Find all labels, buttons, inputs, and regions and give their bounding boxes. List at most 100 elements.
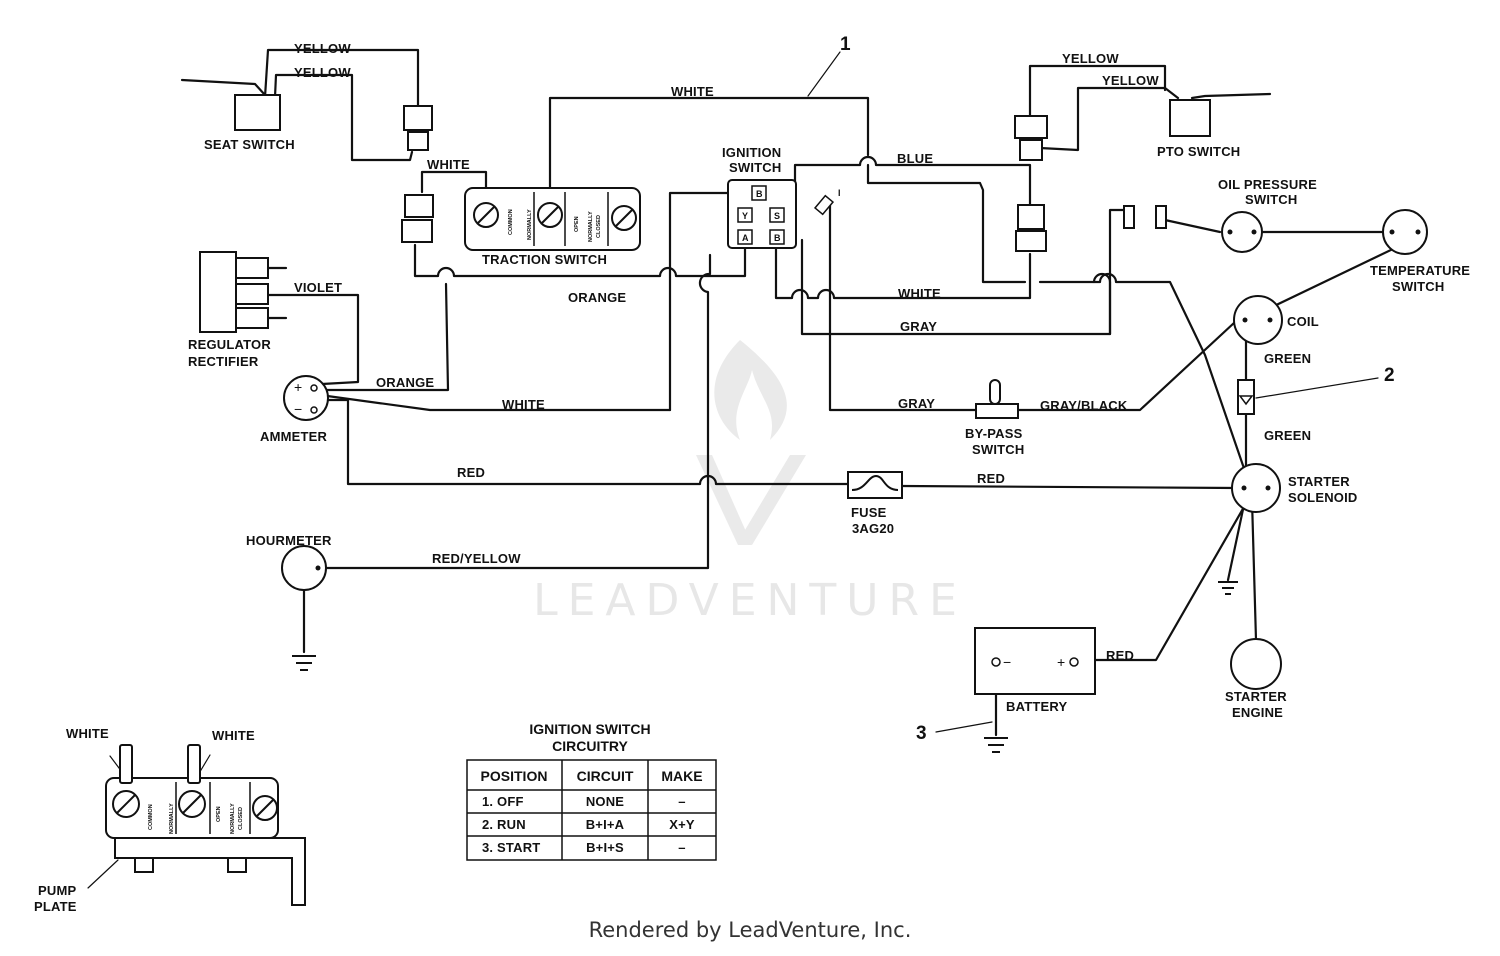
table-cell-position: 1. OFF (482, 794, 524, 809)
pump-nc-label-2: CLOSED (238, 807, 244, 830)
label-regulator-2: RECTIFIER (188, 354, 259, 369)
oil-connector (1123, 205, 1167, 229)
table-cell-circuit: B+I+S (586, 840, 624, 855)
table-cell-make: X+Y (669, 817, 695, 832)
pump-no-label-2: OPEN (216, 806, 222, 822)
starter-engine (1230, 638, 1282, 690)
solenoid-ground (1218, 581, 1238, 595)
label-pump-2: PLATE (34, 899, 77, 914)
battery: − + (974, 627, 1096, 695)
table-cell-circuit: B+I+A (586, 817, 625, 832)
ammeter-minus: − (294, 401, 302, 417)
wires (87, 48, 1422, 889)
wire-red-right: RED (977, 471, 1005, 486)
callout-1: 1 (840, 34, 851, 55)
watermark-logo (696, 340, 806, 545)
table-cell-circuit: NONE (586, 794, 624, 809)
table-cell-make: – (678, 840, 685, 855)
label-ammeter: AMMETER (260, 429, 328, 444)
table-cell-position: 3. START (482, 840, 540, 855)
wire-yellow-pto-1: YELLOW (1062, 51, 1119, 66)
diode (1237, 379, 1255, 415)
label-regulator-1: REGULATOR (188, 337, 271, 352)
traction-common-label: COMMON (508, 209, 514, 235)
blue-connector (1015, 204, 1047, 252)
pump-nc-label-1: NORMALLY (230, 803, 236, 834)
ignition-terminal-b: B (756, 189, 763, 199)
bypass-switch (975, 379, 1019, 419)
label-coil: COIL (1287, 314, 1319, 329)
seat-connector (403, 105, 433, 151)
ammeter: + − (283, 375, 329, 421)
traction-no-label-1: NORMALLY (527, 209, 533, 240)
label-temp-2: SWITCH (1392, 279, 1444, 294)
ignition-terminal-y: Y (742, 211, 748, 221)
pto-connector (1014, 115, 1048, 161)
label-solenoid-2: SOLENOID (1288, 490, 1358, 505)
wire-white-traction: WHITE (427, 157, 470, 172)
battery-plus: + (1057, 654, 1065, 670)
label-fuse-1: FUSE (851, 505, 887, 520)
ignition-terminal-s: S (774, 211, 780, 221)
label-starter-engine-1: STARTER (1225, 689, 1287, 704)
regulator-rectifier (199, 251, 288, 333)
pump-plate-switch: COMMON NORMALLY OPEN NORMALLY CLOSED (105, 744, 306, 906)
label-pump-1: PUMP (38, 883, 76, 898)
wire-orange-ammeter: ORANGE (376, 375, 434, 390)
wire-labels: YELLOW YELLOW WHITE WHITE YELLOW YELLOW … (66, 41, 1311, 743)
wire-yellow-seat-1: YELLOW (294, 41, 351, 56)
traction-nc-label-2: CLOSED (596, 215, 602, 238)
table-header-make: MAKE (661, 768, 702, 784)
wire-blue: BLUE (897, 151, 933, 166)
wire-red-battery: RED (1106, 648, 1134, 663)
table-header-position: POSITION (481, 768, 548, 784)
table-cell-position: 2. RUN (482, 817, 526, 832)
wire-white-mid: WHITE (898, 286, 941, 301)
hourmeter-ground (292, 655, 316, 671)
ignition-terminal-i: I (838, 188, 841, 198)
label-traction-switch: TRACTION SWITCH (482, 252, 607, 267)
circuitry-table: IGNITION SWITCH CIRCUITRY POSITION CIRCU… (466, 721, 717, 861)
ignition-terminal-b2: B (774, 233, 781, 243)
wire-orange-traction: ORANGE (568, 290, 626, 305)
label-fuse-2: 3AG20 (852, 521, 894, 536)
wire-green-1: GREEN (1264, 351, 1311, 366)
battery-minus: − (1003, 654, 1011, 670)
label-bypass-1: BY-PASS (965, 426, 1023, 441)
label-battery: BATTERY (1006, 699, 1067, 714)
hourmeter (281, 545, 327, 591)
label-ignition-2: SWITCH (729, 160, 781, 175)
wire-red-left: RED (457, 465, 485, 480)
wire-white-top: WHITE (671, 84, 714, 99)
label-pto-switch: PTO SWITCH (1157, 144, 1240, 159)
wire-green-2: GREEN (1264, 428, 1311, 443)
table-header-circuit: CIRCUIT (577, 768, 634, 784)
label-bypass-2: SWITCH (972, 442, 1024, 457)
label-hourmeter: HOURMETER (246, 533, 332, 548)
table-title-2: CIRCUITRY (552, 738, 628, 754)
component-labels: SEAT SWITCH TRACTION SWITCH IGNITION SWI… (34, 137, 1470, 914)
temperature-switch (1382, 209, 1428, 255)
coil (1233, 295, 1283, 345)
callout-numbers: 1 2 3 (840, 34, 1395, 744)
pto-switch (1169, 99, 1211, 137)
fuse (847, 471, 903, 499)
callout-3: 3 (916, 723, 927, 744)
ignition-terminal-a: A (742, 233, 749, 243)
label-solenoid-1: STARTER (1288, 474, 1350, 489)
traction-connector (401, 194, 434, 243)
footer-credit: Rendered by LeadVenture, Inc. (588, 918, 912, 942)
ammeter-plus: + (294, 379, 302, 395)
label-seat-switch: SEAT SWITCH (204, 137, 295, 152)
starter-solenoid (1231, 463, 1281, 513)
wire-white-pump-1: WHITE (66, 726, 109, 741)
label-oil-1: OIL PRESSURE (1218, 177, 1317, 192)
battery-ground (984, 737, 1008, 753)
label-temp-1: TEMPERATURE (1370, 263, 1470, 278)
wire-gray-bypass: GRAY (898, 396, 935, 411)
oil-pressure-switch (1221, 211, 1263, 253)
wire-violet: VIOLET (294, 280, 342, 295)
traction-no-label-2: OPEN (574, 216, 580, 232)
pump-no-label-1: NORMALLY (169, 803, 175, 834)
